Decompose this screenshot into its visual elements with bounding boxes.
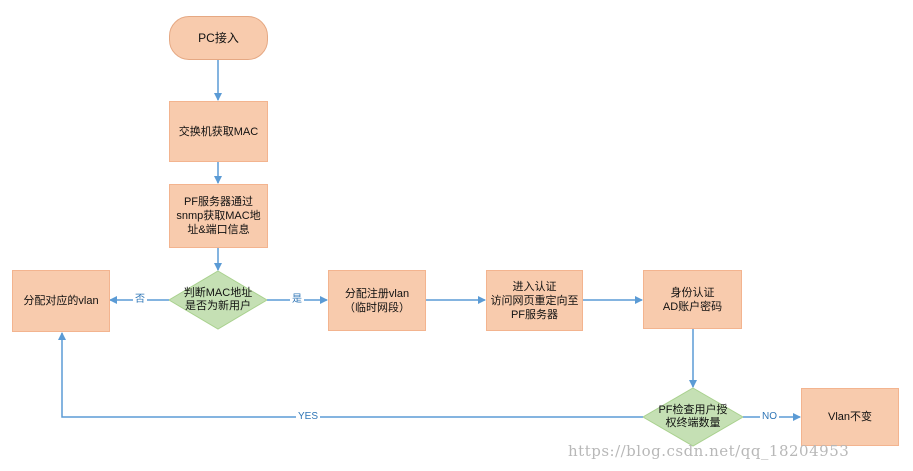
watermark-url: https://blog.csdn.net/qq_18204953 [568,442,850,460]
decision-check-shape [642,387,744,447]
edge-label-yes-en: YES [296,411,321,423]
snmp-box: PF服务器通过 snmp获取MAC地 址&端口信息 [169,184,268,248]
get-mac-box: 交换机获取MAC [169,101,268,162]
start-node: PC接入 [169,16,268,60]
register-vlan-box: 分配注册vlan （临时网段） [328,270,426,331]
identity-auth-box: 身份认证 AD账户密码 [643,270,742,329]
decision-new-user-shape [168,270,268,330]
edge-label-yes-cn: 是 [290,294,304,306]
enter-auth-box: 进入认证 访问网页重定向至 PF服务器 [486,270,583,331]
decision-check-label: PF检查用户授 权终端数量 [658,404,728,429]
edge-label-no-en: NO [760,411,779,423]
decision-new-user-label: 判断MAC地址 是否为新用户 [183,287,253,312]
assign-vlan-box: 分配对应的vlan [12,270,110,332]
edge-check-yes-to-assign-vlan [58,332,643,418]
vlan-unchanged-box: Vlan不变 [801,388,899,446]
edge-label-no-cn: 否 [133,294,147,306]
